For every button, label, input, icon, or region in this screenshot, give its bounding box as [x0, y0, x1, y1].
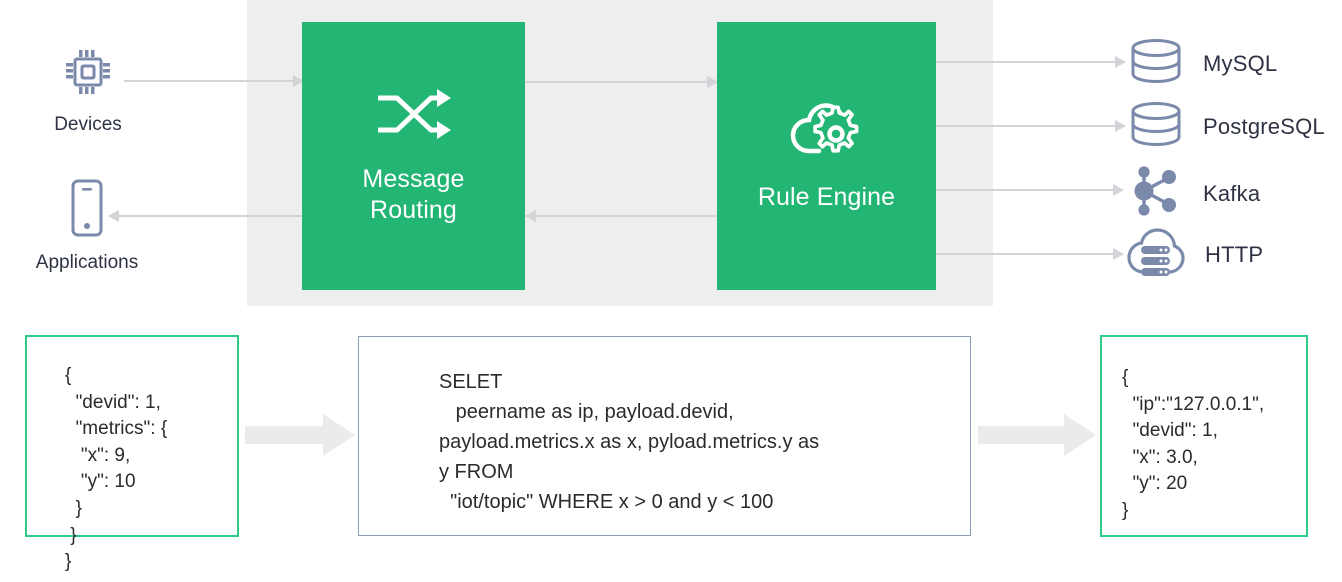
- output-payload-box: { "ip":"127.0.0.1", "devid": 1, "x": 3.0…: [1100, 335, 1308, 537]
- connector-rule-engine-to-http: [933, 253, 1121, 255]
- connector-rule-engine-to-postgresql: [933, 125, 1123, 127]
- source-devices-label: Devices: [54, 114, 122, 135]
- input-payload-text: { "devid": 1, "metrics": { "x": 9, "y": …: [65, 365, 168, 573]
- sink-postgresql-label: PostgreSQL: [1203, 113, 1325, 139]
- cloud-gear-icon: [789, 99, 865, 164]
- source-applications: Applications: [24, 178, 150, 274]
- arrowhead-rule-engine-to-kafka: [1113, 184, 1124, 196]
- process-rule-engine[interactable]: Rule Engine: [717, 22, 936, 290]
- sql-rule-box: SELET peername as ip, payload.devid, pay…: [358, 336, 971, 536]
- source-applications-label: Applications: [35, 252, 139, 273]
- sink-mysql[interactable]: MySQL: [1128, 38, 1277, 89]
- output-payload-text: { "ip":"127.0.0.1", "devid": 1, "x": 3.0…: [1122, 367, 1265, 521]
- flow-arrow-input-to-rule: [245, 414, 355, 456]
- sink-mysql-label: MySQL: [1203, 50, 1278, 76]
- sql-rule-text: SELET peername as ip, payload.devid, pay…: [439, 371, 820, 513]
- process-message-routing-label: Message Routing: [362, 165, 465, 224]
- chip-icon: [60, 44, 116, 105]
- smartphone-icon: [67, 178, 107, 243]
- database-icon: [1128, 38, 1184, 89]
- sink-http-label: HTTP: [1205, 241, 1264, 267]
- cloud-server-icon: [1126, 227, 1186, 282]
- process-rule-engine-label: Rule Engine: [757, 183, 896, 212]
- kafka-nodes-icon: [1126, 163, 1184, 224]
- arrowhead-rule-engine-to-mysql: [1115, 56, 1126, 68]
- arrowhead-devices-to-routing: [293, 75, 304, 87]
- connector-routing-to-applications: [118, 215, 308, 217]
- sink-http[interactable]: HTTP: [1126, 227, 1263, 282]
- connector-rule-engine-to-mysql: [933, 61, 1123, 63]
- source-devices: Devices: [28, 44, 148, 136]
- database-icon: [1128, 101, 1184, 152]
- shuffle-icon: [375, 87, 453, 146]
- sink-kafka[interactable]: Kafka: [1126, 163, 1260, 224]
- input-payload-box: { "devid": 1, "metrics": { "x": 9, "y": …: [25, 335, 239, 572]
- sink-postgresql[interactable]: PostgreSQL: [1128, 101, 1325, 152]
- process-message-routing[interactable]: Message Routing: [302, 22, 525, 290]
- connector-routing-to-rule-engine: [521, 81, 721, 83]
- sink-kafka-label: Kafka: [1203, 180, 1261, 206]
- connector-rule-engine-to-kafka: [933, 189, 1121, 191]
- arrowhead-rule-engine-to-http: [1113, 248, 1124, 260]
- connector-devices-to-routing: [124, 80, 304, 82]
- arrowhead-rule-engine-to-postgresql: [1115, 120, 1126, 132]
- arrowhead-routing-to-rule-engine: [707, 76, 718, 88]
- arrowhead-rule-engine-to-routing: [525, 210, 536, 222]
- flow-arrow-rule-to-output: [978, 414, 1096, 456]
- arrowhead-routing-to-applications: [108, 210, 119, 222]
